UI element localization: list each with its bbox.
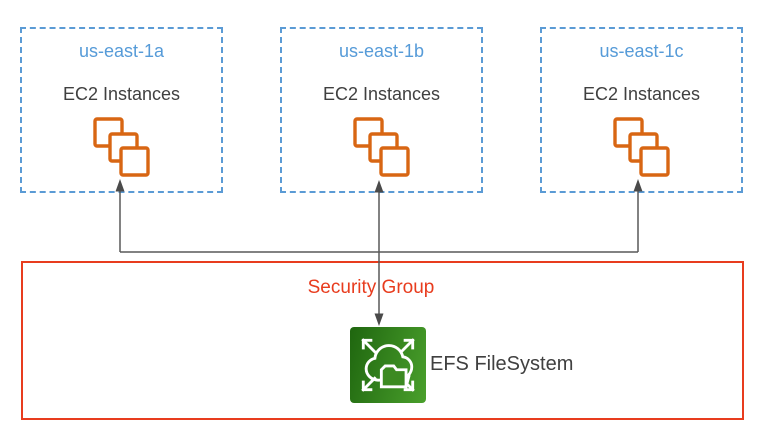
efs-filesystem-icon bbox=[350, 327, 426, 403]
ec2-instances-icon bbox=[612, 117, 671, 182]
availability-zone-b-box: us-east-1b EC2 Instances bbox=[280, 27, 483, 193]
ec2-instances-icon bbox=[92, 117, 151, 182]
availability-zone-a-title: us-east-1a bbox=[78, 41, 165, 61]
efs-filesystem-label: EFS FileSystem bbox=[430, 353, 574, 375]
ec2-instances-label: EC2 Instances bbox=[62, 84, 181, 104]
availability-zone-b-title: us-east-1b bbox=[338, 41, 425, 61]
availability-zone-a-box: us-east-1a EC2 Instances bbox=[20, 27, 223, 193]
security-group-box bbox=[21, 261, 744, 420]
availability-zone-c-box: us-east-1c EC2 Instances bbox=[540, 27, 743, 193]
ec2-instances-label: EC2 Instances bbox=[322, 84, 441, 104]
ec2-instances-icon bbox=[352, 117, 411, 182]
security-group-label: Security Group bbox=[307, 277, 435, 298]
ec2-instances-label: EC2 Instances bbox=[582, 84, 701, 104]
availability-zone-c-title: us-east-1c bbox=[599, 41, 684, 61]
